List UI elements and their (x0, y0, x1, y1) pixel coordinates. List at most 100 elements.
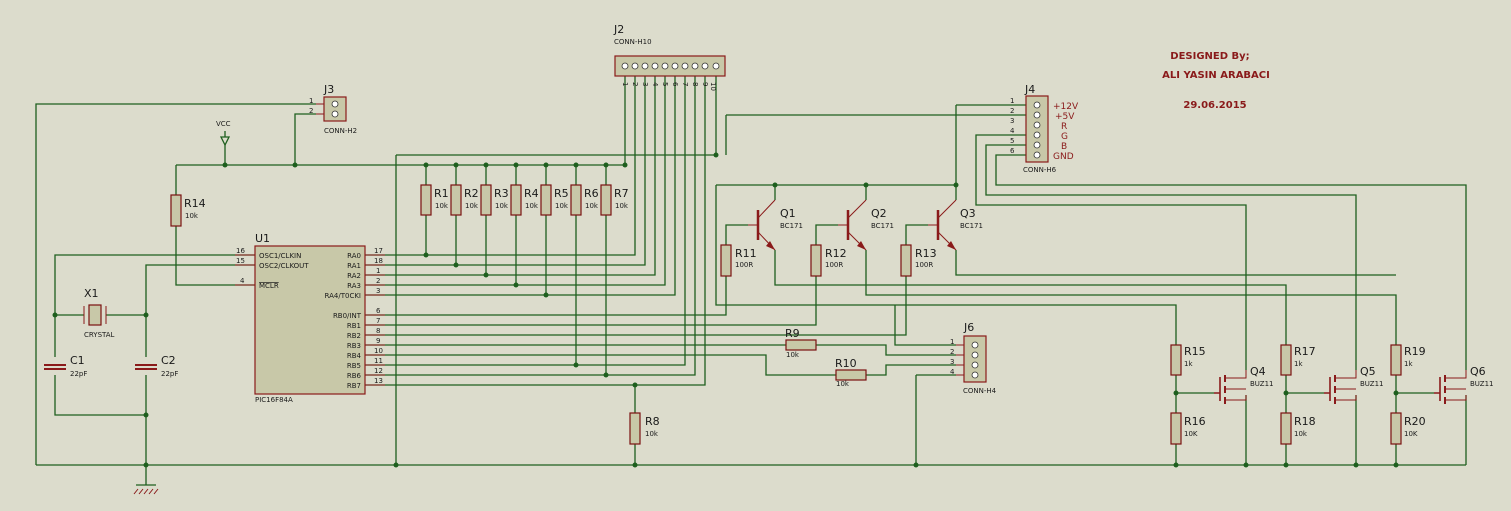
svg-text:10k: 10k (555, 202, 569, 210)
svg-text:Q6: Q6 (1470, 365, 1486, 378)
r10-ref: R10 (835, 357, 857, 370)
u1-right-pin: 2 RA3 (347, 277, 385, 290)
u1-right-pin: 7 RB1 (347, 317, 385, 330)
j4-ref: J4 (1024, 83, 1035, 96)
u1-left-pin: 4 MCLR (235, 277, 279, 290)
svg-text:R1: R1 (434, 187, 449, 200)
u1-right-pin: 12 RB6 (347, 367, 385, 380)
u1-right-pin: 1 RA2 (347, 267, 385, 280)
npn-transistor-q2: Q2 BC171 (838, 199, 894, 251)
u1-right-pin: 9 RB3 (347, 337, 385, 350)
u1-left-pin: 16 OSC1/CLKIN (235, 247, 301, 260)
connector-j6: J6 1 2 3 4 CONN-H4 (950, 321, 997, 395)
svg-text:10k: 10k (435, 202, 449, 210)
svg-text:OSC2/CLKOUT: OSC2/CLKOUT (259, 262, 309, 270)
r9-ref: R9 (785, 327, 800, 340)
svg-text:BUZ11: BUZ11 (1360, 380, 1384, 388)
svg-text:1k: 1k (1184, 360, 1193, 368)
svg-text:100R: 100R (825, 261, 843, 269)
svg-text:R13: R13 (915, 247, 937, 260)
designed-by-label: DESIGNED By; (1170, 51, 1249, 62)
r10-value: 10k (836, 380, 850, 388)
u1-left-pin: 15 OSC2/CLKOUT (235, 257, 309, 270)
mosfet-q4: Q4 BUZ11 (1214, 365, 1274, 404)
j4-label-12v: +12V (1053, 102, 1079, 112)
u1-right-pin: 13 RB7 (347, 377, 385, 390)
svg-text:10: 10 (374, 347, 383, 355)
svg-text:R16: R16 (1184, 415, 1206, 428)
pulldown-resistor: R16 10K (1170, 412, 1206, 445)
crystal-x1: X1 CRYSTAL (83, 287, 115, 339)
svg-text:10k: 10k (465, 202, 479, 210)
r14-value: 10k (185, 212, 199, 220)
vcc-terminal: VCC (216, 120, 231, 147)
svg-text:2: 2 (376, 277, 380, 285)
svg-text:10K: 10K (1404, 430, 1418, 438)
svg-text:18: 18 (374, 257, 383, 265)
svg-text:Q3: Q3 (960, 207, 976, 220)
svg-text:RA4/T0CKI: RA4/T0CKI (325, 292, 361, 300)
svg-text:RB0/INT: RB0/INT (333, 312, 362, 320)
svg-text:BC171: BC171 (780, 222, 803, 230)
svg-text:17: 17 (374, 247, 383, 255)
svg-text:Q2: Q2 (871, 207, 887, 220)
svg-text:R19: R19 (1404, 345, 1426, 358)
svg-text:R20: R20 (1404, 415, 1426, 428)
svg-text:OSC1/CLKIN: OSC1/CLKIN (259, 252, 301, 260)
u1-value: PIC16F84A (255, 396, 293, 404)
j3-pin2: 2 (309, 107, 313, 115)
svg-text:R6: R6 (584, 187, 599, 200)
svg-text:3: 3 (641, 82, 649, 86)
svg-text:5: 5 (661, 82, 669, 86)
pullup-resistor: R5 10k (540, 184, 569, 216)
j2-ref: J2 (613, 23, 624, 36)
svg-text:100R: 100R (735, 261, 753, 269)
svg-text:R2: R2 (464, 187, 479, 200)
svg-text:4: 4 (1010, 127, 1015, 135)
pullup-resistor: R1 10k (420, 184, 449, 216)
npn-transistor-q3: Q3 BC171 (928, 199, 983, 251)
r14-ref: R14 (184, 197, 206, 210)
resistor-r10: R10 10k (835, 357, 867, 388)
base-resistor: R12 100R (810, 244, 847, 277)
pullup-resistor: R7 10k (600, 184, 629, 216)
mosfet-q5: Q5 BUZ11 (1324, 365, 1384, 404)
microcontroller-u1: U1 PIC16F84A 16 OSC1/CLKIN 15 OSC2/CLKOU… (235, 232, 385, 404)
svg-text:1: 1 (950, 338, 954, 346)
svg-text:MCLR: MCLR (259, 282, 279, 290)
u1-right-pin: 6 RB0/INT (333, 307, 385, 320)
svg-text:R18: R18 (1294, 415, 1316, 428)
pulldown-resistor: R20 10K (1390, 412, 1426, 445)
svg-text:R7: R7 (614, 187, 629, 200)
junctions (52, 152, 1399, 468)
vcc-label: VCC (216, 120, 231, 128)
connector-j3: J3 1 2 CONN-H2 (309, 83, 357, 135)
svg-text:BC171: BC171 (960, 222, 983, 230)
svg-text:2: 2 (1010, 107, 1014, 115)
c2-value: 22pF (161, 370, 178, 378)
svg-text:RB2: RB2 (347, 332, 361, 340)
svg-text:16: 16 (236, 247, 245, 255)
svg-text:8: 8 (691, 82, 699, 86)
svg-text:RA0: RA0 (347, 252, 361, 260)
svg-text:RB7: RB7 (347, 382, 361, 390)
u1-right-pin: 8 RB2 (347, 327, 385, 340)
svg-text:RB1: RB1 (347, 322, 361, 330)
u1-right-pin: 10 RB4 (347, 347, 385, 360)
svg-text:R4: R4 (524, 187, 539, 200)
svg-text:RB5: RB5 (347, 362, 361, 370)
svg-text:1: 1 (376, 267, 380, 275)
svg-text:12: 12 (374, 367, 383, 375)
j4-value: CONN-H6 (1023, 166, 1057, 174)
ground-symbol (133, 484, 159, 495)
j4-label-5v: +5V (1055, 112, 1075, 122)
j4-label-b: B (1061, 142, 1067, 152)
base-resistor: R13 100R (900, 244, 937, 277)
svg-text:R11: R11 (735, 247, 757, 260)
j6-ref: J6 (963, 321, 974, 334)
j2-value: CONN-H10 (614, 38, 652, 46)
connector-j2: J2 CONN-H10 1 2 3 4 5 6 7 8 9 10 (613, 23, 726, 91)
npn-transistor-q1: Q1 BC171 (748, 199, 803, 251)
svg-text:3: 3 (950, 358, 954, 366)
mosfet-q6: Q6 BUZ11 (1434, 365, 1494, 404)
